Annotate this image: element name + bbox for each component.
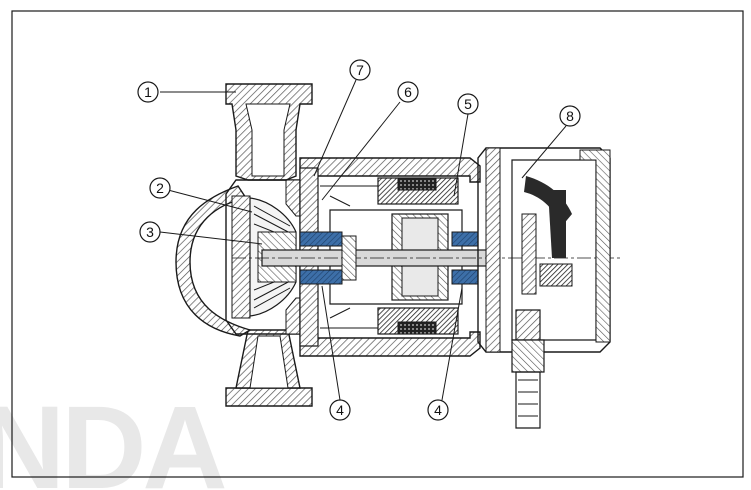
callout-4-rear-label: 4 xyxy=(434,402,442,418)
callout-3-label: 3 xyxy=(146,224,154,240)
callout-4-rear: 4 xyxy=(427,399,449,421)
terminal-box xyxy=(477,147,611,429)
callout-2-label: 2 xyxy=(156,180,164,196)
callout-5: 5 xyxy=(457,93,479,115)
callout-1: 1 xyxy=(137,81,159,103)
callout-5-label: 5 xyxy=(464,96,472,112)
callout-8-label: 8 xyxy=(566,108,574,124)
callout-7-label: 7 xyxy=(356,62,364,78)
callout-6-label: 6 xyxy=(404,84,412,100)
callout-8: 8 xyxy=(559,105,581,127)
front-bearing xyxy=(299,231,343,247)
rear-bearing xyxy=(451,231,479,247)
callout-4-front: 4 xyxy=(329,399,351,421)
callout-7: 7 xyxy=(349,59,371,81)
callout-3: 3 xyxy=(139,221,161,243)
bearings xyxy=(299,231,479,285)
callout-1-label: 1 xyxy=(144,84,152,100)
leader-lines xyxy=(159,79,567,401)
callout-6: 6 xyxy=(397,81,419,103)
callout-4-front-label: 4 xyxy=(336,402,344,418)
figure-border xyxy=(11,10,744,478)
callout-2: 2 xyxy=(149,177,171,199)
pump-housing xyxy=(175,83,313,407)
